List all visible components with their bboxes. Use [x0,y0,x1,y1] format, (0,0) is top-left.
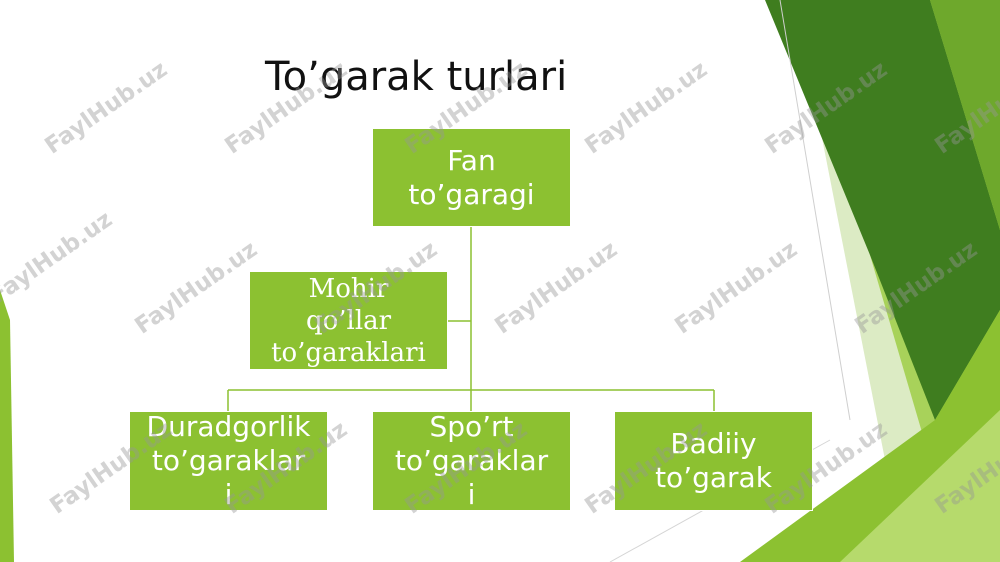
deco-shape-dark [765,0,1000,420]
node-text-line: Duradgorlik [146,411,311,443]
deco-thin-line [779,0,851,421]
node-sport: Spo’rt to’garaklar i [372,411,571,511]
slide-title: To’garak turlari [265,54,568,100]
node-text-line: Badiiy [670,427,757,460]
node-text-line: i [467,478,476,511]
node-badiiy: Badiiy to’garak [614,411,813,511]
node-text-line: to’garaklari [271,337,426,368]
node-mohir-qollar: Mohir qo’llar to’garaklari [249,271,448,370]
node-text-line: to’garak [655,461,772,494]
node-fan-togaragi: Fan to’garagi [372,128,571,227]
node-text-line: qo’llar [305,305,392,336]
deco-shape-mid [930,0,1000,230]
node-text-line: Mohir [308,273,389,304]
node-text-line: Fan [447,143,496,177]
deco-shape-left [0,290,14,562]
node-text-line: to’garaklar [394,444,549,477]
node-text-line: to’garaklar [151,444,306,477]
deco-shape-bottom-light [840,410,1000,562]
node-text-line: Spo’rt [429,411,514,443]
node-text-line: to’garagi [408,177,535,211]
node-duradgorlik: Duradgorlik to’garaklar i [129,411,328,511]
node-text-line: i [224,478,233,511]
